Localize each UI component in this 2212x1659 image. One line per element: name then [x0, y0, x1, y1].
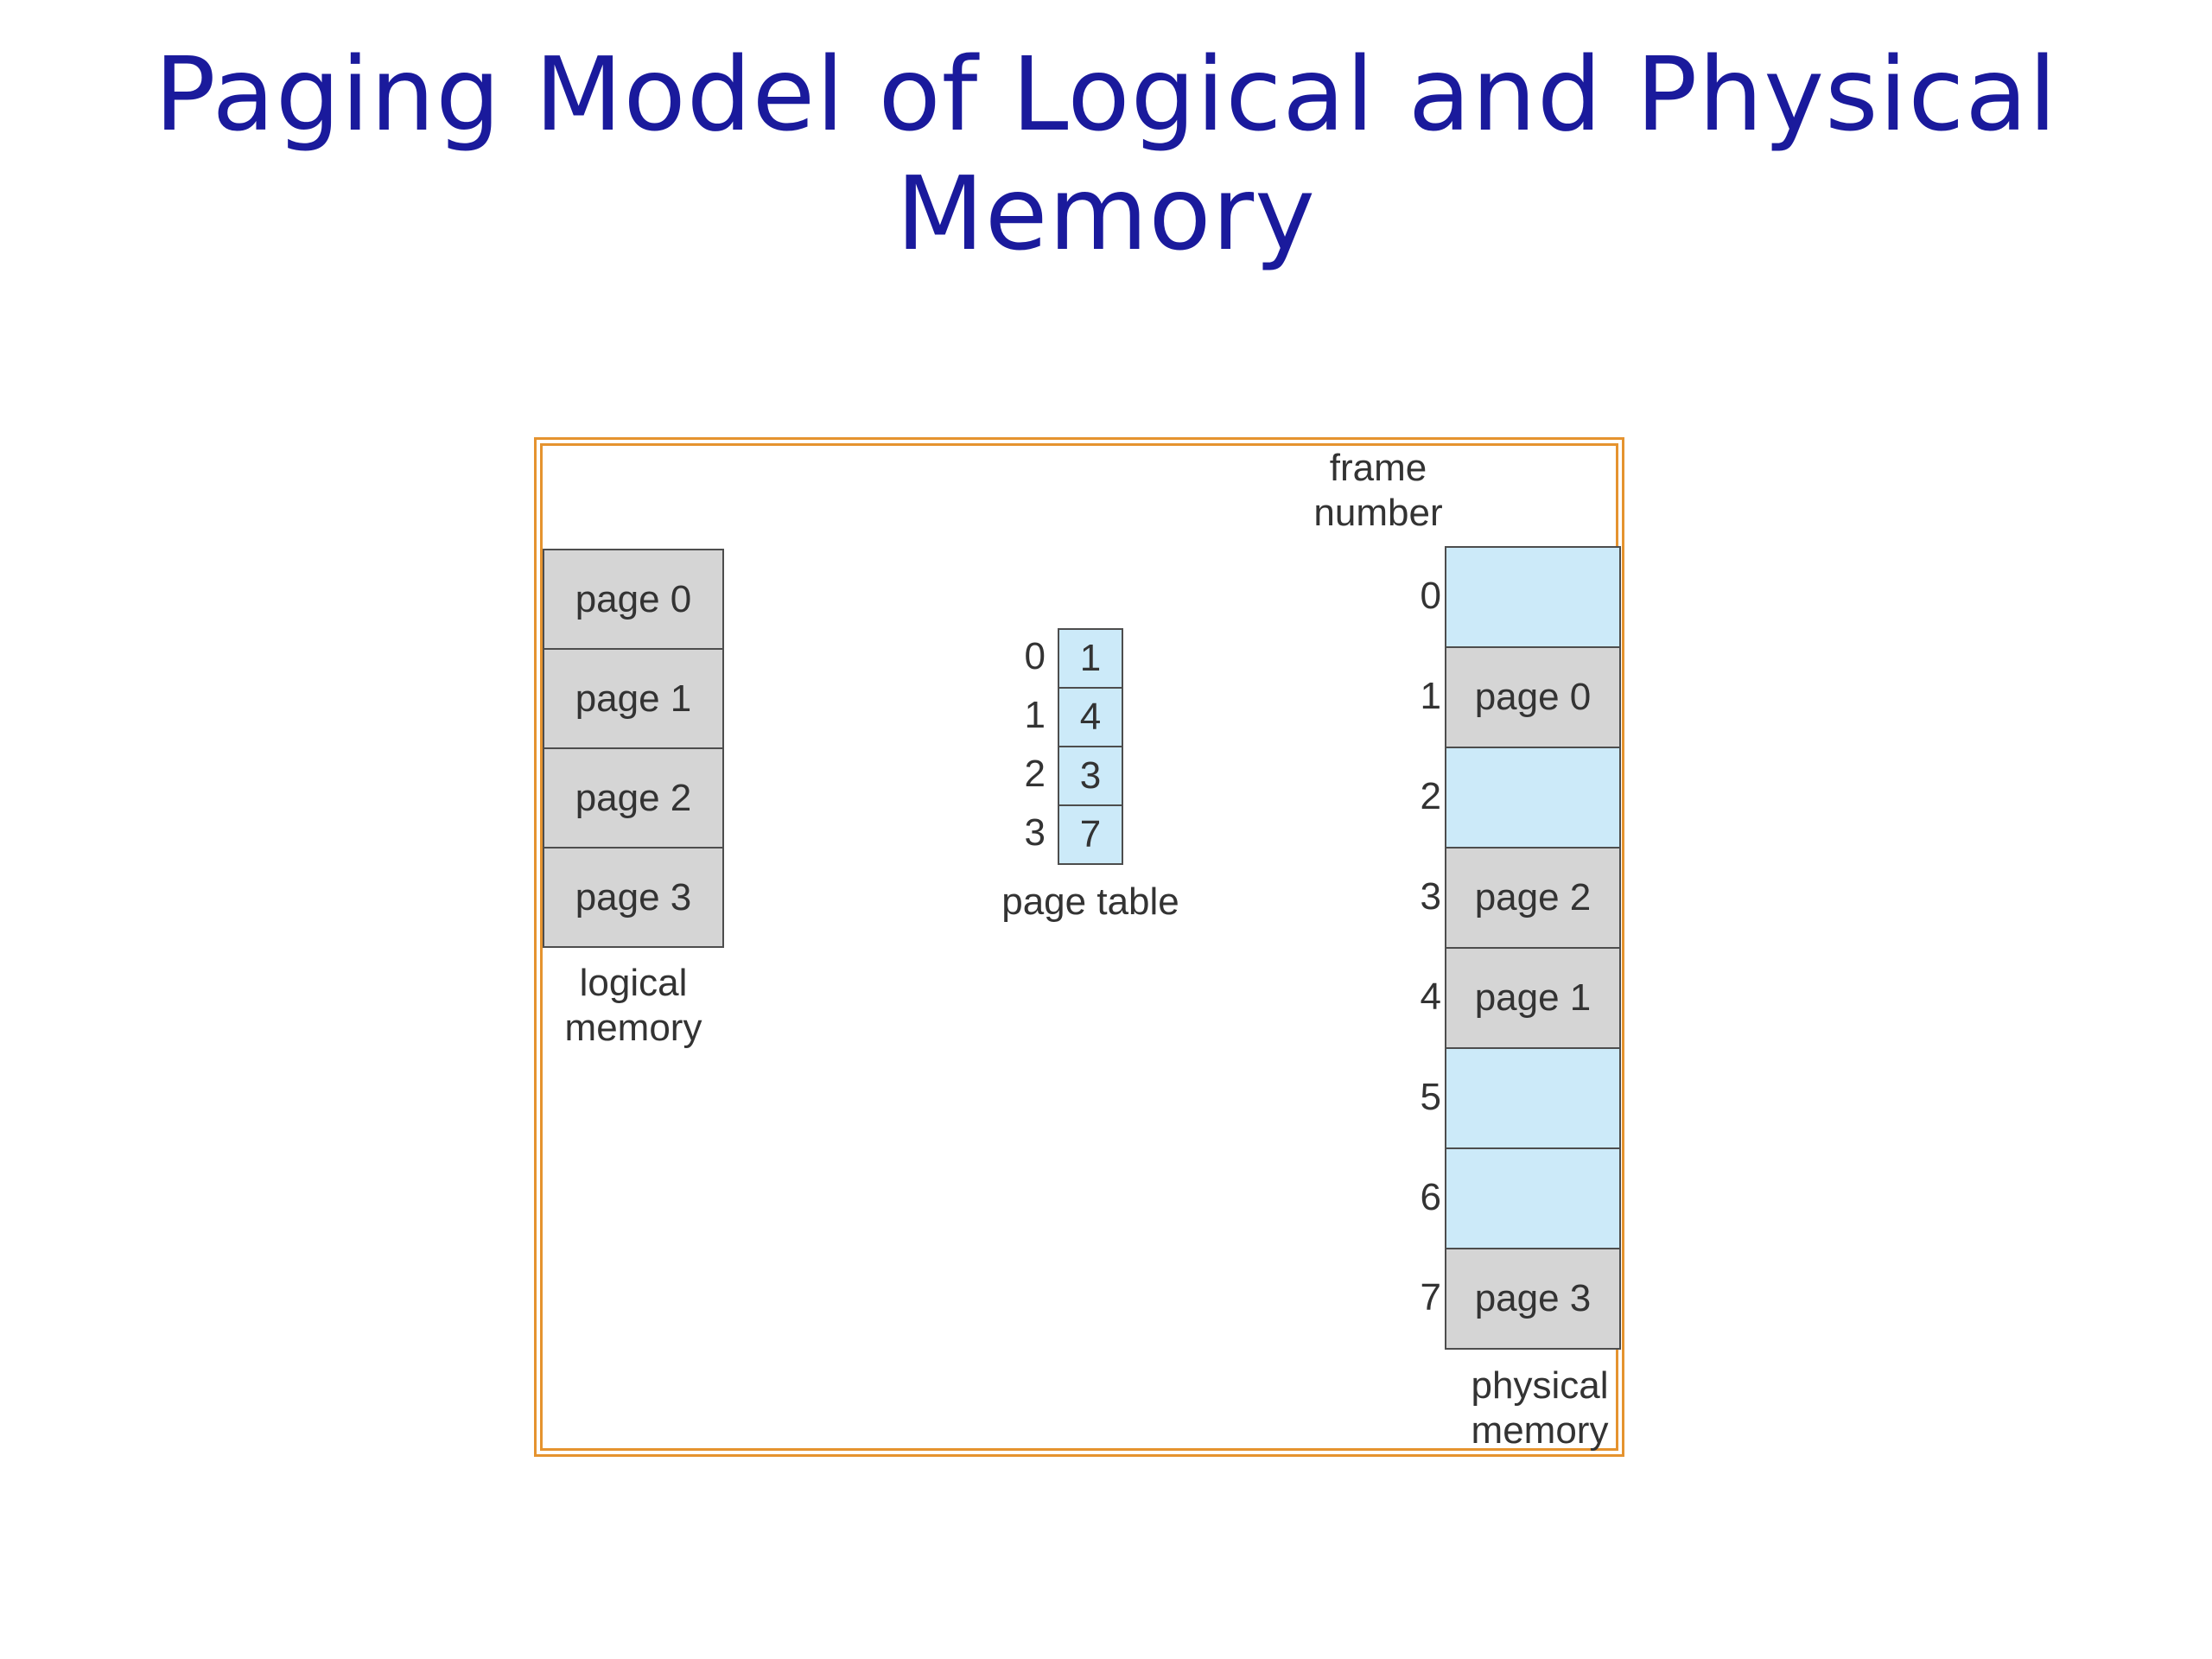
physical-frame-1: page 0 — [1445, 646, 1621, 748]
page-table-entry-3: 7 — [1058, 804, 1123, 865]
physical-frame-4: page 1 — [1445, 947, 1621, 1049]
frame-number-6: 6 — [1420, 1176, 1441, 1218]
physical-frame-3: page 2 — [1445, 847, 1621, 949]
frame-number-header: frame number — [1279, 446, 1478, 536]
logical-page-2: page 2 — [543, 747, 724, 849]
page-table-index-1: 1 — [1024, 694, 1046, 736]
physical-frame-5 — [1445, 1047, 1621, 1149]
logical-memory-label-line-2: memory — [564, 1007, 702, 1049]
diagram-frame-outer — [534, 437, 1624, 1457]
physical-memory-label-line-2: memory — [1471, 1409, 1609, 1452]
page-table-entry-1: 4 — [1058, 687, 1123, 747]
logical-memory-label-line-1: logical — [579, 962, 688, 1004]
physical-memory-label-line-1: physical — [1471, 1364, 1609, 1407]
frame-number-header-line-1: frame — [1329, 447, 1427, 489]
logical-memory-label: logical memory — [543, 961, 724, 1051]
frame-number-2: 2 — [1420, 775, 1441, 817]
title-line-1: Paging Model of Logical and Physical — [154, 35, 2058, 154]
logical-page-3: page 3 — [543, 847, 724, 948]
frame-number-5: 5 — [1420, 1076, 1441, 1118]
page-table-entry-2: 3 — [1058, 746, 1123, 806]
page-table-index-0: 0 — [1024, 635, 1046, 677]
physical-memory-label: physical memory — [1445, 1363, 1635, 1453]
page-title: Paging Model of Logical and Physical Mem… — [0, 35, 2212, 273]
page-table-index-3: 3 — [1024, 811, 1046, 854]
physical-frame-2 — [1445, 747, 1621, 849]
page-table-label: page table — [1001, 880, 1179, 923]
page-table-entry-0: 1 — [1058, 628, 1123, 689]
frame-number-1: 1 — [1420, 675, 1441, 717]
physical-frame-7: page 3 — [1445, 1248, 1621, 1350]
frame-number-4: 4 — [1420, 976, 1441, 1018]
frame-number-header-line-2: number — [1313, 492, 1443, 534]
page-table-index-2: 2 — [1024, 753, 1046, 795]
title-line-2: Memory — [896, 154, 1316, 273]
physical-frame-6 — [1445, 1147, 1621, 1249]
frame-number-3: 3 — [1420, 875, 1441, 918]
physical-frame-0 — [1445, 546, 1621, 648]
logical-page-1: page 1 — [543, 648, 724, 749]
logical-page-0: page 0 — [543, 549, 724, 650]
frame-number-0: 0 — [1420, 575, 1441, 617]
frame-number-7: 7 — [1420, 1276, 1441, 1319]
